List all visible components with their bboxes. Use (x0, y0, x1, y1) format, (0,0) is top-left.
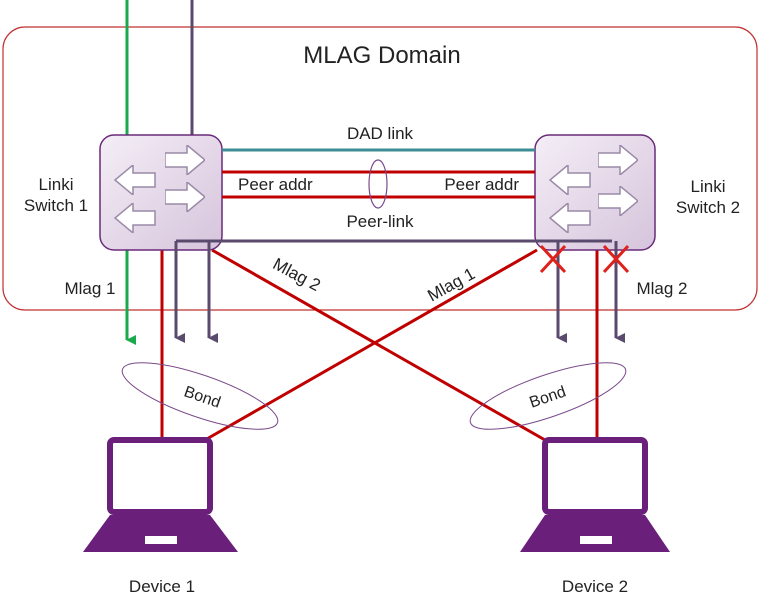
switch-1-label-line2: Switch 1 (24, 196, 88, 215)
switch-1[interactable] (99, 134, 223, 251)
mlag1-cross-link (204, 248, 538, 442)
device-1-label: Device 1 (129, 577, 195, 596)
switch-2-label-line2: Switch 2 (676, 198, 740, 217)
domain-title: MLAG Domain (303, 42, 460, 69)
mlag-domain-box (2, 26, 758, 311)
peer-link-bundle (368, 159, 388, 209)
mlag2-cross-link (211, 248, 546, 442)
bond-right-label: Bond (527, 383, 568, 411)
device-1-laptop-icon[interactable] (83, 437, 238, 552)
switch-1-label-line1: Linki (39, 175, 74, 194)
bond-right-ellipse (469, 362, 627, 430)
peer-link-label: Peer-link (346, 212, 414, 231)
device-2-label: Device 2 (562, 577, 628, 596)
fail-x-icon (602, 244, 630, 274)
device-2-laptop-icon[interactable] (520, 437, 670, 552)
peer-addr-left-label: Peer addr (238, 175, 313, 194)
mlag1-left-label: Mlag 1 (64, 279, 115, 298)
fail-x-icon (539, 244, 567, 274)
switch-2-label-line1: Linki (691, 177, 726, 196)
switch-2[interactable] (534, 134, 656, 251)
bond-left-ellipse (121, 362, 279, 430)
peer-addr-right-label: Peer addr (444, 175, 519, 194)
mlag2-right-label: Mlag 2 (636, 279, 687, 298)
bond-left-label: Bond (182, 383, 223, 411)
dad-link-label: DAD link (347, 124, 414, 143)
